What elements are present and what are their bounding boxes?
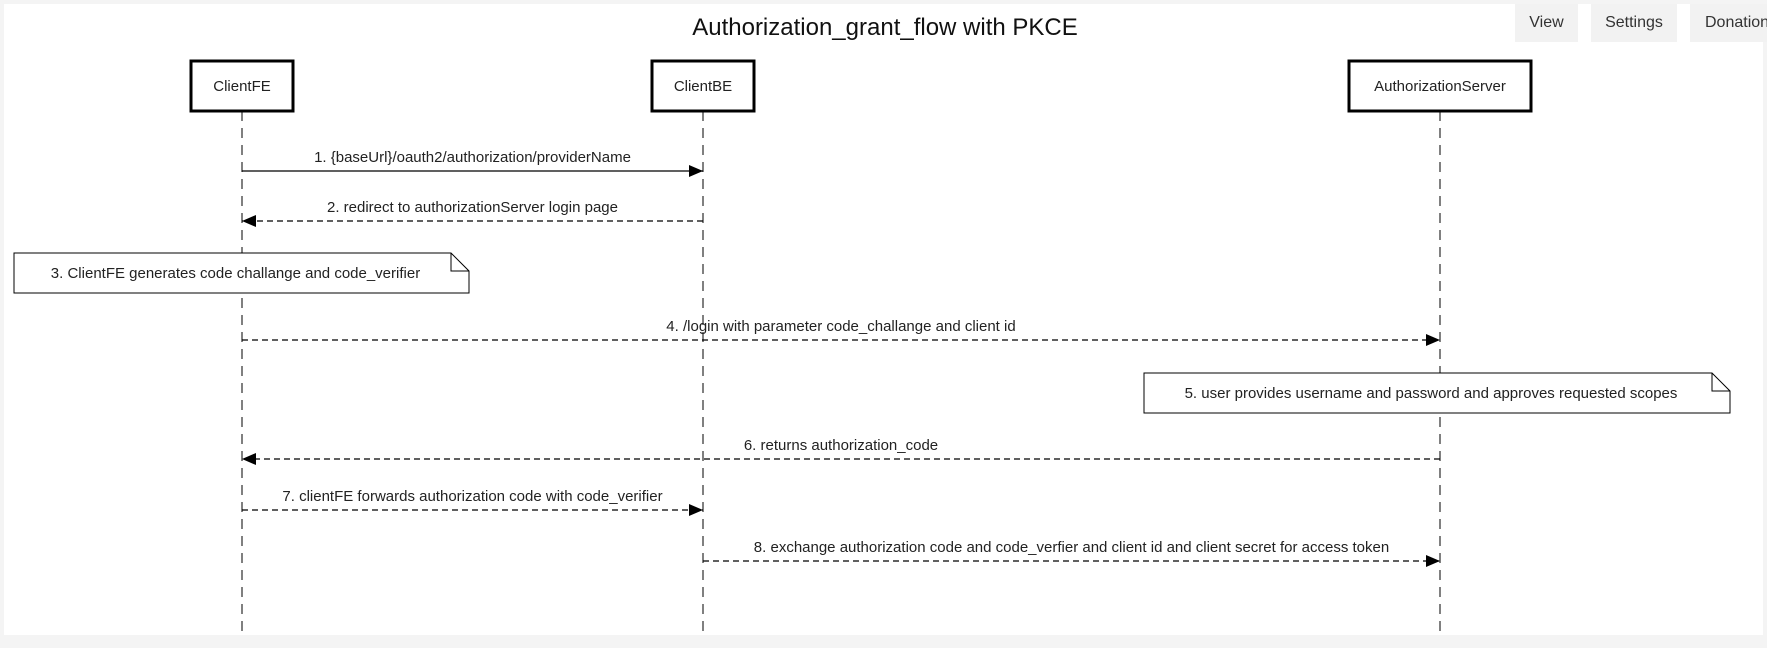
note-box-3 xyxy=(13,252,470,294)
message-label-1: 1. {baseUrl}/oauth2/authorization/provid… xyxy=(314,149,631,166)
note-box-5 xyxy=(1143,372,1731,414)
note-label-3: 3. ClientFE generates code challange and… xyxy=(51,265,420,282)
donations-button[interactable]: Donations xyxy=(1690,4,1767,42)
message-label-8: 8. exchange authorization code and code_… xyxy=(754,539,1389,556)
message-label-7: 7. clientFE forwards authorization code … xyxy=(282,488,662,505)
message-label-4: 4. /login with parameter code_challange … xyxy=(666,318,1015,335)
participant-label-as: AuthorizationServer xyxy=(1374,78,1506,95)
sequence-diagram: Authorization_grant_flow with PKCE Clien… xyxy=(13,14,1731,635)
note-label-5: 5. user provides username and password a… xyxy=(1185,385,1678,402)
note-fold-3 xyxy=(450,253,469,272)
participant-box-fe xyxy=(189,59,295,113)
participant-box-be xyxy=(650,59,756,113)
diagram-title: Authorization_grant_flow with PKCE xyxy=(692,14,1078,41)
view-button[interactable]: View xyxy=(1515,4,1578,42)
participant-box-as xyxy=(1347,59,1533,113)
message-label-6: 6. returns authorization_code xyxy=(744,437,938,454)
participant-label-be: ClientBE xyxy=(674,78,732,95)
message-label-2: 2. redirect to authorizationServer login… xyxy=(327,199,618,216)
participant-label-fe: ClientFE xyxy=(213,78,271,95)
settings-button[interactable]: Settings xyxy=(1591,4,1677,42)
note-fold-5 xyxy=(1711,373,1730,392)
diagram-canvas: Authorization_grant_flow with PKCE Clien… xyxy=(4,4,1763,635)
